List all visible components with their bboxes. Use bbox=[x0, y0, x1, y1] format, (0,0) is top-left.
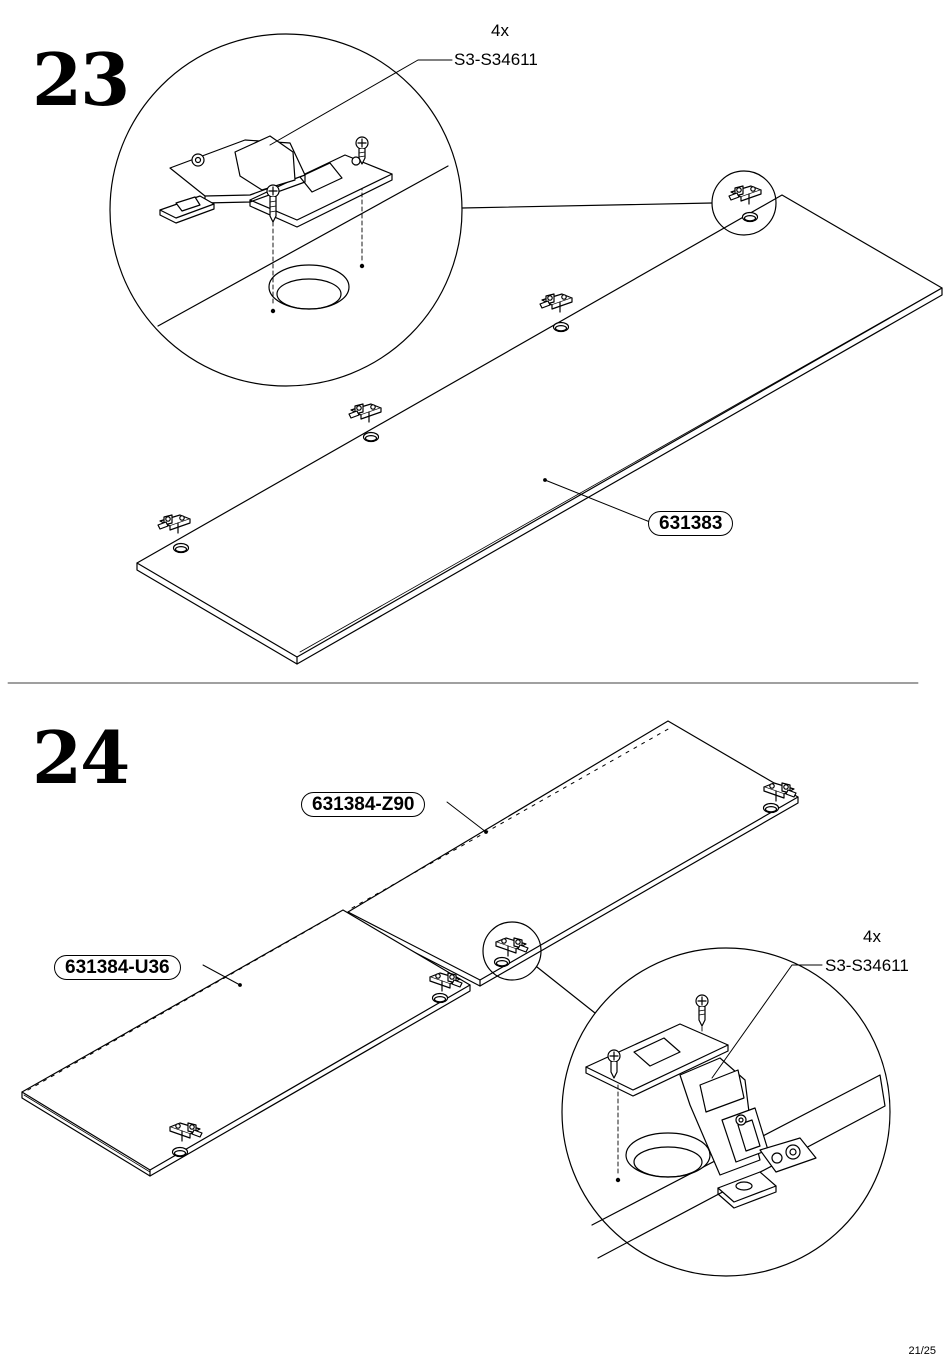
page-number: 21/25 bbox=[908, 1345, 936, 1357]
step24-callout bbox=[483, 922, 890, 1276]
step23-panel bbox=[137, 195, 942, 664]
step-24-hardware-code: S3-S34611 bbox=[825, 956, 909, 975]
step-24-quantity: 4x bbox=[863, 927, 881, 946]
step24-label-leaders bbox=[203, 802, 487, 986]
step-23-hardware-code: S3-S34611 bbox=[454, 50, 538, 69]
step24-panel-small bbox=[22, 910, 470, 1176]
step-23-part-label: 631383 bbox=[648, 511, 734, 536]
step23-callout bbox=[110, 34, 776, 522]
step-23-quantity: 4x bbox=[491, 21, 509, 40]
step-24-number: 24 bbox=[32, 715, 130, 800]
step-24-part-label-z90: 631384-Z90 bbox=[301, 792, 426, 817]
step24-panel-large bbox=[348, 721, 798, 986]
step-24-part-label-u36: 631384-U36 bbox=[54, 955, 181, 980]
step-23-number: 23 bbox=[32, 37, 130, 122]
